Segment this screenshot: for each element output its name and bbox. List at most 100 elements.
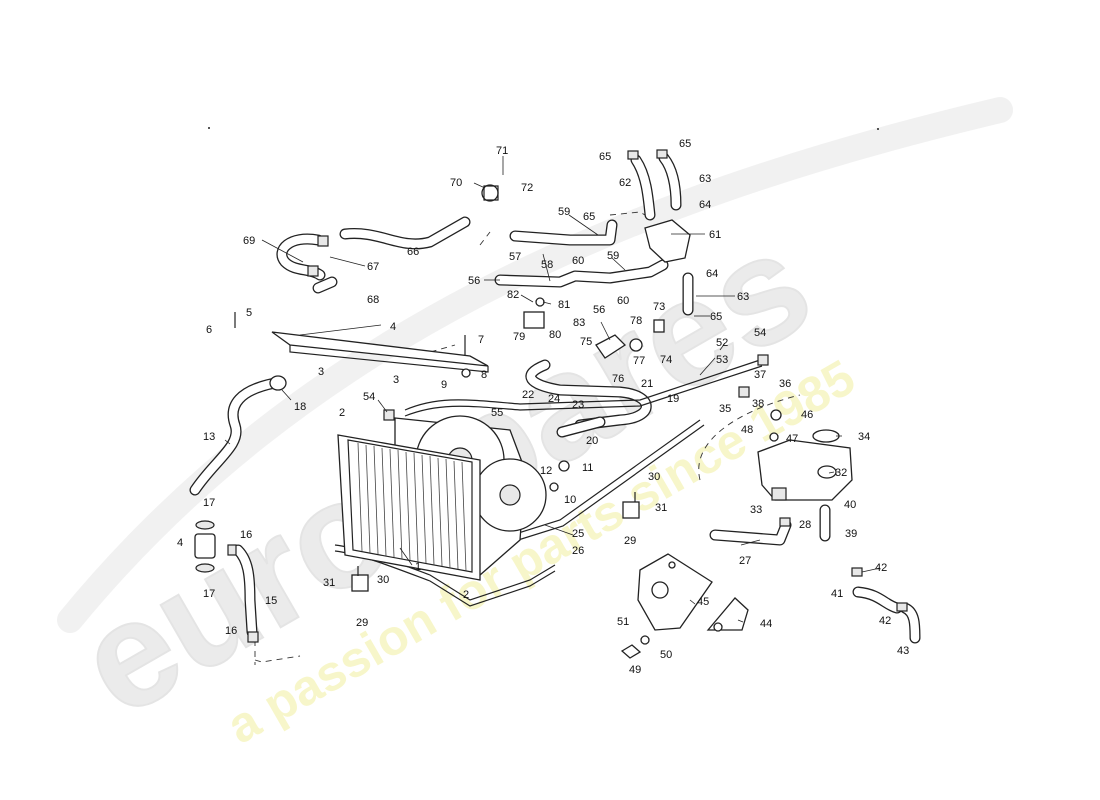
callout-64: 64 — [706, 268, 718, 280]
callout-13: 13 — [203, 431, 215, 443]
callout-46: 46 — [801, 409, 813, 421]
callout-12: 12 — [540, 465, 552, 477]
callout-50: 50 — [660, 649, 672, 661]
callout-58: 58 — [541, 259, 553, 271]
callout-27: 27 — [739, 555, 751, 567]
callout-73: 73 — [653, 301, 665, 313]
callout-30: 30 — [377, 574, 389, 586]
callout-60: 60 — [617, 295, 629, 307]
callout-2: 2 — [339, 407, 345, 419]
callout-63: 63 — [737, 291, 749, 303]
callout-69: 69 — [243, 235, 255, 247]
callout-55: 55 — [491, 407, 503, 419]
callout-11: 11 — [582, 462, 593, 474]
callout-42: 42 — [879, 615, 891, 627]
callout-31: 31 — [655, 502, 667, 514]
leader-lines — [224, 156, 881, 623]
callout-49: 49 — [629, 664, 641, 676]
callout-2: 2 — [463, 589, 469, 601]
callout-5: 5 — [246, 307, 252, 319]
callout-6: 6 — [206, 324, 212, 336]
brackets — [637, 553, 749, 632]
callout-60: 60 — [572, 255, 584, 267]
callout-47: 47 — [786, 433, 798, 445]
callout-52: 52 — [716, 337, 728, 349]
callout-56: 56 — [468, 275, 480, 287]
callout-57: 57 — [509, 251, 521, 263]
callout-43: 43 — [897, 645, 909, 657]
callout-42: 42 — [875, 562, 887, 574]
callout-29: 29 — [624, 535, 636, 547]
callout-28: 28 — [799, 519, 811, 531]
callout-31: 31 — [323, 577, 335, 589]
callout-62: 62 — [619, 177, 631, 189]
callout-20: 20 — [586, 435, 598, 447]
hoses — [189, 152, 921, 644]
callout-79: 79 — [513, 331, 525, 343]
callout-51: 51 — [617, 616, 629, 628]
callout-3: 3 — [393, 374, 399, 386]
callout-63: 63 — [699, 173, 711, 185]
callout-45: 45 — [697, 596, 709, 608]
callout-30: 30 — [648, 471, 660, 483]
callout-74: 74 — [660, 354, 672, 366]
small-parts — [194, 149, 908, 659]
callout-35: 35 — [719, 403, 731, 415]
callout-78: 78 — [630, 315, 642, 327]
callout-82: 82 — [507, 289, 519, 301]
callout-33: 33 — [750, 504, 762, 516]
callout-24: 24 — [548, 393, 560, 405]
callout-8: 8 — [481, 369, 487, 381]
radiator-assembly — [271, 331, 547, 581]
part-number-labels: 1 2 2 3 3 4 4 5 6 7 8 9 10 11 12 13 15 1… — [177, 138, 909, 676]
radiator-fins — [357, 442, 467, 572]
callout-81: 81 — [558, 299, 570, 311]
callout-21: 21 — [641, 378, 653, 390]
callout-59: 59 — [558, 206, 570, 218]
callout-53: 53 — [716, 354, 728, 366]
callout-29: 29 — [356, 617, 368, 629]
callout-39: 39 — [845, 528, 857, 540]
callout-61: 61 — [709, 229, 721, 241]
callout-4: 4 — [177, 537, 183, 549]
callout-16: 16 — [225, 625, 237, 637]
expansion-tank — [757, 429, 853, 501]
callout-41: 41 — [831, 588, 843, 600]
callout-64: 64 — [699, 199, 711, 211]
callout-23: 23 — [572, 399, 584, 411]
callout-75: 75 — [580, 336, 592, 348]
callout-34: 34 — [858, 431, 870, 443]
callout-44: 44 — [760, 618, 772, 630]
watermark-swoosh — [57, 97, 1013, 633]
callout-65: 65 — [599, 151, 611, 163]
callout-71: 71 — [496, 145, 508, 157]
callout-68: 68 — [367, 294, 379, 306]
callout-16: 16 — [240, 529, 252, 541]
callout-7: 7 — [478, 334, 484, 346]
callout-15: 15 — [265, 595, 277, 607]
callout-37: 37 — [754, 369, 766, 381]
speck — [208, 127, 210, 129]
callout-19: 19 — [667, 393, 679, 405]
callout-40: 40 — [844, 499, 856, 511]
callout-77: 77 — [633, 355, 645, 367]
callout-65: 65 — [583, 211, 595, 223]
callout-10: 10 — [564, 494, 576, 506]
callout-65: 65 — [710, 311, 722, 323]
speck — [877, 128, 879, 130]
callout-56: 56 — [593, 304, 605, 316]
callout-59: 59 — [607, 250, 619, 262]
callout-38: 38 — [752, 398, 764, 410]
callout-48: 48 — [741, 424, 753, 436]
callout-32: 32 — [835, 467, 847, 479]
callout-1: 1 — [415, 561, 421, 573]
callout-3: 3 — [318, 366, 324, 378]
callout-4: 4 — [390, 321, 396, 333]
callout-9: 9 — [441, 379, 447, 391]
callout-67: 67 — [367, 261, 379, 273]
callout-22: 22 — [522, 389, 534, 401]
callout-72: 72 — [521, 182, 533, 194]
callout-70: 70 — [450, 177, 462, 189]
callout-54: 54 — [363, 391, 375, 403]
callout-54: 54 — [754, 327, 766, 339]
